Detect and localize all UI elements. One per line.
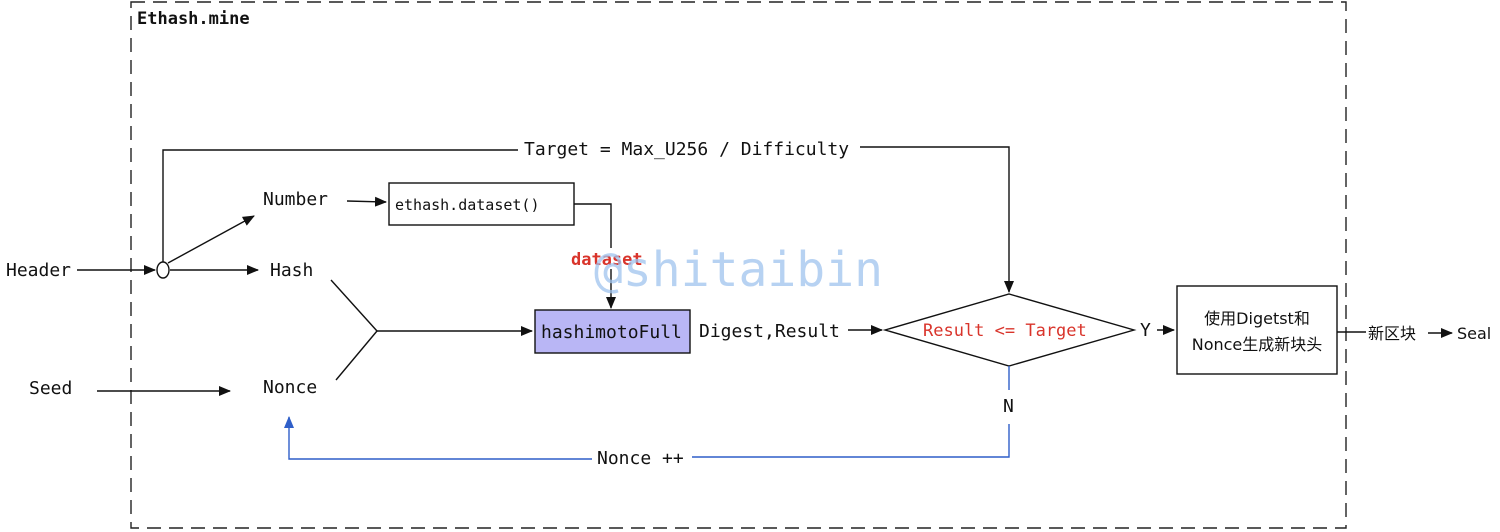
nonce-label: Nonce [263,377,317,398]
target-line-left [162,149,518,262]
seal-label: Seal [1457,324,1491,343]
header-label: Header [6,260,71,281]
split-node [156,261,170,279]
merge-line-nonce [335,330,378,381]
frame-title: Ethash.mine [137,9,250,29]
generate-header-line2: Nonce生成新块头 [1192,335,1323,354]
watermark-text: @shitaibin [594,242,883,298]
number-arrow [167,215,255,264]
hashimoto-full-label: hashimotoFull [541,322,682,343]
hash-label: Hash [270,260,313,281]
generate-header-box [1176,285,1338,375]
digest-result-label: Digest,Result [699,321,840,342]
loop-line-right [692,424,1010,458]
nonce-increment-label: Nonce ++ [597,448,684,469]
hashimoto-full-box [534,309,691,354]
number-to-dataset-arrow [346,196,387,207]
decision-diamond [882,293,1137,367]
loop-line-left [284,416,592,460]
target-line-right [860,146,1014,293]
number-label: Number [263,189,328,210]
ethash-dataset-box [388,182,575,226]
seed-label: Seed [29,378,72,399]
ethash-dataset-label: ethash.dataset() [395,196,540,214]
dataset-label: dataset [571,250,643,270]
dataset-line [574,203,612,248]
new-block-label: 新区块 [1368,324,1416,343]
target-formula: Target = Max_U256 / Difficulty [524,139,849,160]
merge-line-hash [330,279,378,332]
ethash-mine-frame [130,1,1347,529]
yes-label: Y [1140,320,1151,341]
generate-header-line1: 使用Digetst和 [1204,309,1310,328]
no-label: N [1003,396,1014,417]
decision-label: Result <= Target [923,321,1087,341]
